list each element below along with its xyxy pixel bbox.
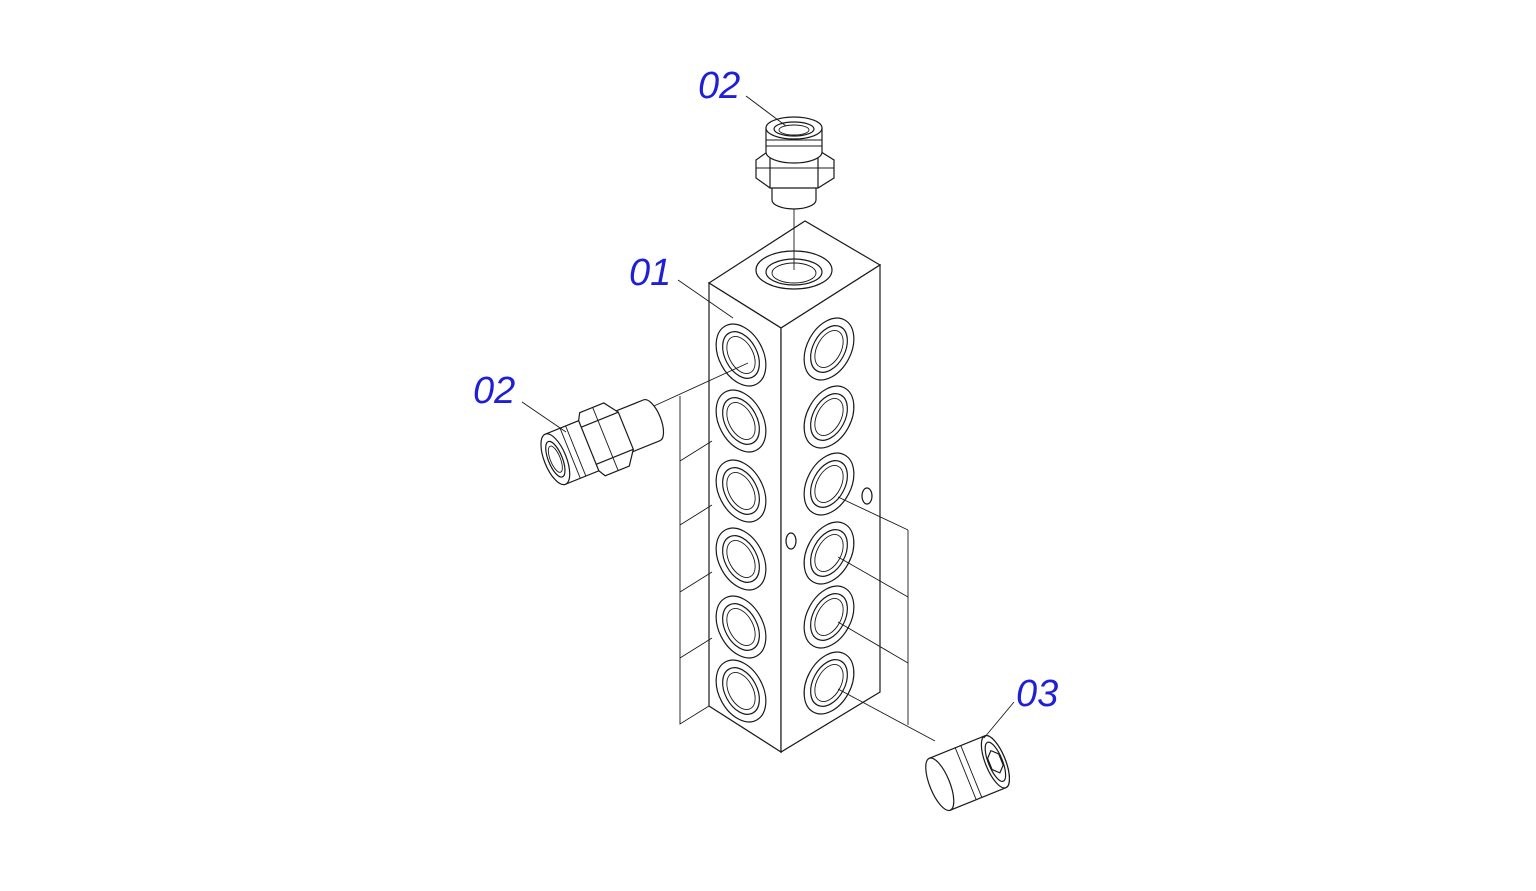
assembly-lines bbox=[653, 205, 936, 742]
port-hole bbox=[803, 317, 855, 381]
port-hole bbox=[803, 651, 855, 715]
port-hole bbox=[715, 323, 767, 387]
plug bbox=[925, 734, 1010, 812]
top-fitting bbox=[755, 116, 835, 210]
callout-side-fitting: 02 bbox=[473, 370, 516, 412]
port-hole bbox=[715, 459, 767, 523]
callout-top-fitting: 02 bbox=[698, 65, 741, 107]
side-fitting bbox=[540, 399, 665, 486]
callout-block: 01 bbox=[629, 252, 672, 294]
port-hole bbox=[803, 452, 855, 516]
port-hole bbox=[715, 659, 767, 723]
pin-hole bbox=[785, 532, 797, 550]
port-hole bbox=[715, 527, 767, 591]
callout-plug: 03 bbox=[1016, 673, 1059, 715]
port-hole bbox=[715, 595, 767, 659]
port-hole bbox=[715, 389, 767, 453]
right-port-row bbox=[803, 317, 855, 715]
pin-hole bbox=[861, 487, 873, 505]
port-hole bbox=[803, 385, 855, 449]
left-port-row bbox=[715, 323, 767, 723]
leader-lines bbox=[521, 95, 1015, 739]
